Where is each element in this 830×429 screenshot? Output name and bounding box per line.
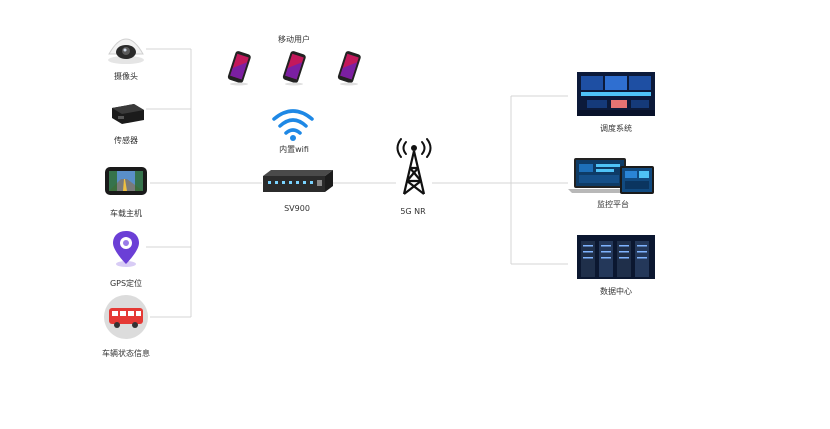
sensor-icon: [112, 104, 144, 124]
gps-label: GPS定位: [109, 279, 143, 288]
wifi-icon: [272, 109, 314, 141]
phone-icon: [227, 51, 251, 86]
vehicle-status-label: 车辆状态信息: [102, 349, 150, 358]
dispatch-label: 调度系统: [600, 124, 632, 133]
wifi-label: 内置wifi: [279, 145, 309, 154]
camera-label: 摄像头: [114, 72, 138, 81]
camera-icon: [108, 38, 144, 64]
vehicle-host-label: 车载主机: [110, 209, 142, 218]
gps-pin-icon: [113, 231, 139, 267]
dispatch-screen-icon: [577, 72, 655, 116]
mobile-users-label: 移动用户: [278, 35, 310, 44]
data-center-label: 数据中心: [600, 287, 632, 296]
tower-label: 5G NR: [400, 207, 426, 216]
phone-icon: [337, 51, 361, 86]
cell-tower-icon: [396, 138, 432, 195]
vehicle-host-icon: [105, 167, 147, 195]
phone-icon: [282, 51, 306, 86]
router-icon: [263, 170, 333, 192]
data-center-icon: [577, 235, 655, 279]
sensor-label: 传感器: [114, 136, 138, 145]
monitor-platform-icon: [568, 158, 654, 194]
router-label: SV900: [284, 204, 310, 213]
monitor-label: 监控平台: [597, 200, 629, 209]
bus-icon: [104, 295, 148, 339]
